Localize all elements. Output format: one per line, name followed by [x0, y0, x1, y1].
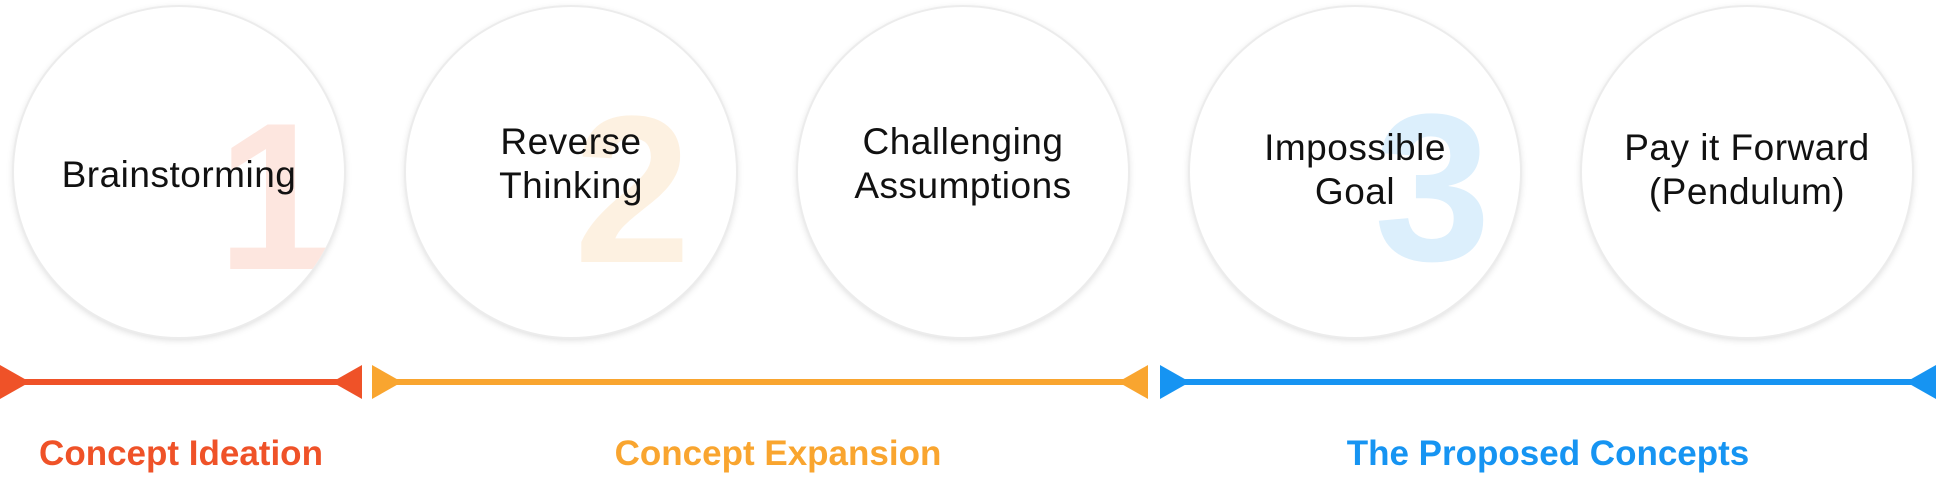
circle-label-impossible-goal: Impossible Goal [1264, 127, 1446, 212]
stage-number-1: 1 [217, 79, 334, 314]
circle-impossible-goal: 3 Impossible Goal [1190, 7, 1520, 337]
bracket-concept-expansion [372, 365, 1148, 399]
stage-number-3: 3 [1374, 70, 1491, 305]
bracket-concept-ideation [0, 365, 362, 399]
circle-label-reverse-thinking: Reverse Thinking [499, 121, 643, 206]
stage-label-proposed-concepts: The Proposed Concepts [1346, 434, 1750, 473]
circle-challenging-assumptions: Challenging Assumptions [798, 7, 1128, 337]
stage-number-2: 2 [574, 72, 691, 307]
circle-label-challenging-assumptions: Challenging Assumptions [854, 121, 1072, 206]
bracket-proposed-concepts [1160, 365, 1936, 399]
circle-brainstorming: 1 Brainstorming [14, 7, 344, 337]
circle-reverse-thinking: 2 Reverse Thinking [406, 7, 736, 337]
stage-label-concept-expansion: Concept Expansion [614, 434, 942, 473]
circle-label-pay-it-forward: Pay it Forward (Pendulum) [1624, 127, 1870, 212]
circle-label-brainstorming: Brainstorming [61, 154, 297, 195]
stage-label-concept-ideation: Concept Ideation [39, 434, 323, 473]
circle-pay-it-forward: Pay it Forward (Pendulum) [1582, 7, 1912, 337]
